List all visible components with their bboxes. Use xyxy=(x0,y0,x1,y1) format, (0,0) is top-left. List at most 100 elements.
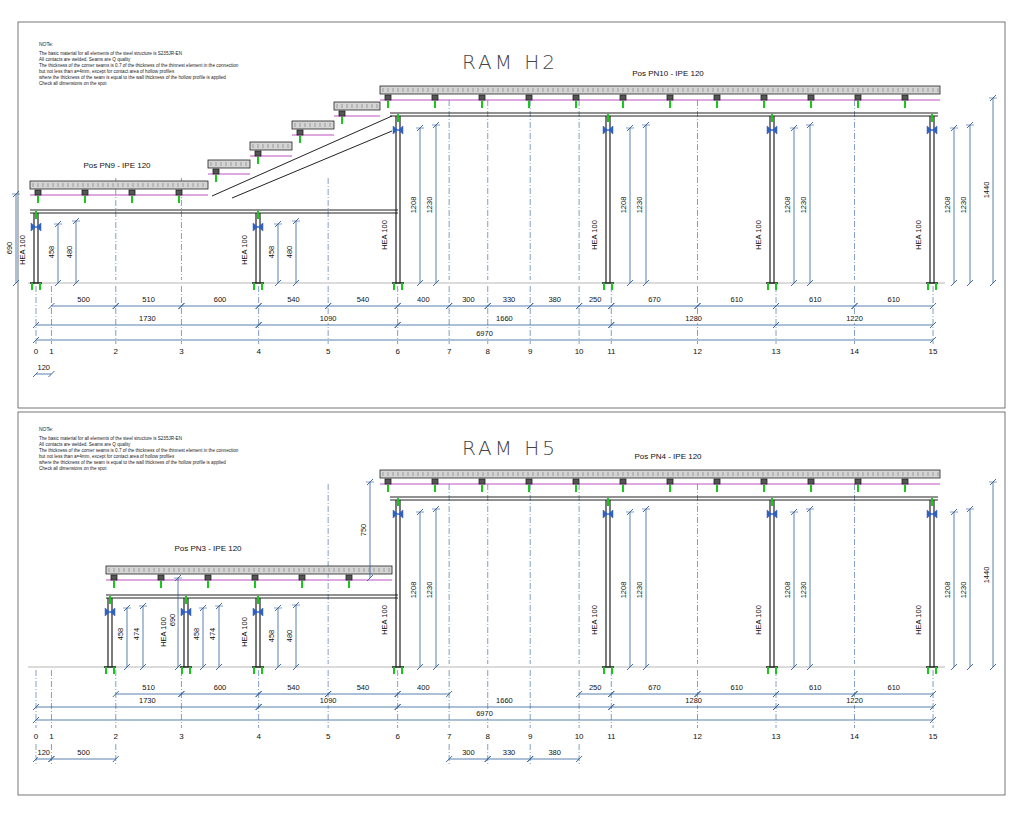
slab-hatch xyxy=(38,183,39,187)
joist-section xyxy=(432,479,438,484)
slab-hatch xyxy=(598,472,599,476)
column-line xyxy=(605,500,606,667)
bolt-symbol xyxy=(927,126,937,134)
joist-section xyxy=(902,95,908,100)
axis-line xyxy=(115,670,116,728)
dimension-label: 1220 xyxy=(845,315,864,323)
dimension-label: 600 xyxy=(213,296,228,304)
joist-section xyxy=(761,95,767,100)
anchor-mark xyxy=(767,667,769,674)
slab-hatch xyxy=(753,88,754,92)
dimension-tick xyxy=(124,605,130,611)
slab-hatch xyxy=(344,568,345,572)
dimension-line xyxy=(993,98,994,283)
slab-hatch xyxy=(398,88,399,92)
axis-line xyxy=(51,670,52,728)
dimension-label: 250 xyxy=(588,684,603,692)
dimension-line xyxy=(646,125,647,283)
column-line xyxy=(259,213,260,283)
slab-hatch xyxy=(493,472,494,476)
dimension-label: 458 xyxy=(117,627,125,642)
dimension-line xyxy=(630,512,631,667)
slab-hatch xyxy=(808,472,809,476)
joist-section xyxy=(808,95,814,100)
dimension-tick xyxy=(13,280,19,286)
slab-hatch xyxy=(123,183,124,187)
slab-hatch xyxy=(178,183,179,187)
weld-mark xyxy=(301,581,303,588)
dimension-line xyxy=(398,325,612,326)
dimension-line xyxy=(178,578,179,667)
axis-number: 0 xyxy=(33,733,39,741)
slab-hatch xyxy=(768,472,769,476)
slab-hatch xyxy=(73,183,74,187)
beam-position-label: Pos PN3 - IPE 120 xyxy=(173,545,242,553)
slab-hatch xyxy=(305,123,306,127)
slab-hatch xyxy=(149,568,150,572)
joist-section xyxy=(255,151,261,156)
slab-hatch xyxy=(913,88,914,92)
slab-hatch xyxy=(379,568,380,572)
slab-hatch xyxy=(483,472,484,476)
dimension-line xyxy=(398,694,449,695)
dimension-tick xyxy=(807,506,813,512)
dimension-label: 1280 xyxy=(684,697,703,705)
dimension-label: 1440 xyxy=(983,566,991,585)
dimension-tick xyxy=(791,125,797,131)
bolt-symbol xyxy=(181,608,191,616)
axis-number: 6 xyxy=(394,348,400,356)
column-line xyxy=(37,213,38,283)
axis-line xyxy=(487,100,488,280)
dimension-tick xyxy=(951,509,957,515)
slab-hatch xyxy=(443,472,444,476)
weld-mark xyxy=(763,101,765,108)
joist-section xyxy=(526,95,532,100)
dimension-tick xyxy=(627,509,633,515)
slab-hatch xyxy=(538,472,539,476)
joist-section xyxy=(808,479,814,484)
slab-hatch xyxy=(423,88,424,92)
slab-hatch xyxy=(279,568,280,572)
dimension-line xyxy=(810,125,811,283)
slab-hatch xyxy=(423,472,424,476)
slab-hatch xyxy=(858,472,859,476)
dimension-label: 510 xyxy=(141,296,156,304)
slab-hatch xyxy=(608,88,609,92)
axis-line xyxy=(611,286,612,344)
dimension-tick xyxy=(433,122,439,128)
dimension-tick xyxy=(990,479,996,485)
slab-hatch xyxy=(923,472,924,476)
slab-hatch xyxy=(383,472,384,476)
dimension-tick xyxy=(791,664,797,670)
dimension-tick xyxy=(33,717,39,723)
axis-line xyxy=(181,670,182,728)
slab-hatch xyxy=(868,472,869,476)
beam-line xyxy=(390,116,938,117)
slab-hatch xyxy=(823,472,824,476)
slab-hatch xyxy=(558,88,559,92)
axis-line xyxy=(579,484,580,664)
dimension-line xyxy=(611,325,776,326)
slab-hatch xyxy=(433,472,434,476)
slab-hatch xyxy=(743,472,744,476)
slab-hatch xyxy=(588,88,589,92)
slab-hatch xyxy=(289,568,290,572)
weld-mark xyxy=(904,485,906,492)
dimension-line xyxy=(36,707,259,708)
weld-mark xyxy=(397,498,399,506)
dimension-label: 1208 xyxy=(784,196,792,215)
slab-hatch xyxy=(723,472,724,476)
dimension-label: 1208 xyxy=(620,196,628,215)
slab-hatch xyxy=(673,88,674,92)
axis-number: 10 xyxy=(574,348,585,356)
dimension-line xyxy=(203,608,204,667)
dimension-line xyxy=(219,606,220,667)
slab-hatch xyxy=(229,568,230,572)
slab-hatch xyxy=(269,568,270,572)
slab-hatch xyxy=(473,472,474,476)
dimension-tick xyxy=(113,756,119,762)
dimension-tick xyxy=(608,303,614,309)
axis-number: 12 xyxy=(692,733,703,741)
slab-hatch xyxy=(623,472,624,476)
column-line xyxy=(183,598,184,667)
